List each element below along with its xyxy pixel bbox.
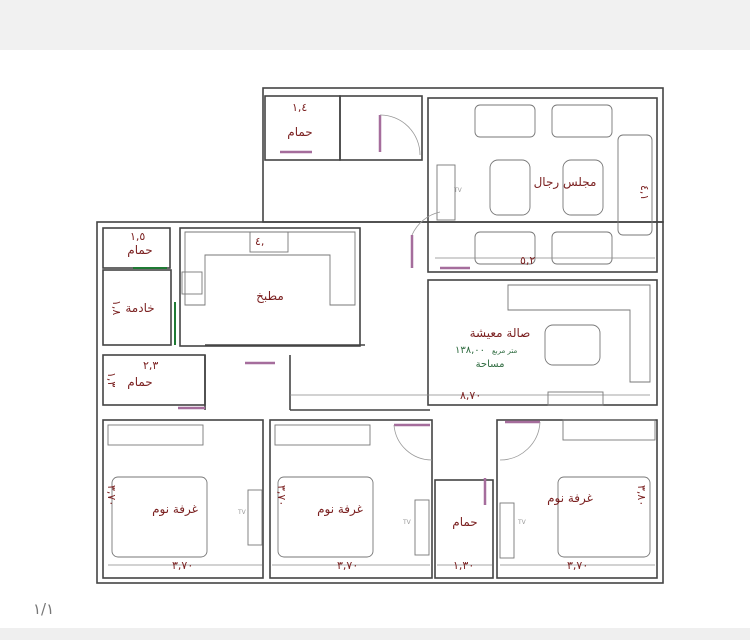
maid-bath-dim: ١,٥ xyxy=(130,230,145,243)
living-label: صالة معيشة xyxy=(470,326,531,340)
kitchen-label: مطبخ xyxy=(256,289,284,303)
living-area-label: مساحة xyxy=(476,359,505,370)
bedroom1-label: غرفة نوم xyxy=(152,502,198,517)
tv-label-bedroom2: TV xyxy=(402,519,412,526)
majlis-width: ٥,٢ xyxy=(520,254,535,267)
living-area-value: ١٣٨,٠٠ xyxy=(455,345,485,356)
left-bath-label: حمام xyxy=(127,375,152,389)
top-bath-label: حمام xyxy=(287,125,312,139)
bedroom1-height: ٣,٧٠ xyxy=(105,485,118,506)
bedroom3-label: غرفة نوم xyxy=(547,491,593,506)
maid-label: خادمة xyxy=(125,301,154,315)
majlis-furniture xyxy=(436,104,653,265)
tv-label-bedroom3: TV xyxy=(517,519,527,526)
bedroom3-width: ٣,٧٠ xyxy=(567,559,588,572)
doors xyxy=(178,114,541,505)
viewer-toolbar xyxy=(0,0,750,50)
tv-label-majlis: TV xyxy=(453,187,463,194)
bedroom3-height: ٣,٨٠ xyxy=(635,485,648,506)
green-partitions xyxy=(133,267,176,345)
bedroom2-width: ٣,٧٠ xyxy=(337,559,358,572)
bedroom2-label: غرفة نوم xyxy=(317,502,363,517)
maid-dim: ١,٨ xyxy=(110,300,123,315)
kitchen-counter xyxy=(181,231,356,306)
bedroom-furniture xyxy=(107,419,656,559)
living-furniture xyxy=(507,284,651,406)
kitchen-dim: ٤, xyxy=(255,235,264,248)
viewer-footer xyxy=(0,628,750,640)
bedroom2-height: ٣,٧٠ xyxy=(275,485,288,506)
bedroom1-width: ٣,٧٠ xyxy=(172,559,193,572)
left-bath-height: ١,٣ xyxy=(105,372,118,387)
living-area-unit: متر مربع xyxy=(492,347,517,355)
dimension-lines xyxy=(108,257,655,566)
top-bath-dim: ١,٤ xyxy=(292,101,307,114)
center-bath-label: حمام xyxy=(452,515,477,529)
majlis-label: مجلس رجال xyxy=(534,175,597,190)
living-dim: ٨,٧٠ xyxy=(460,389,481,402)
left-bath-width: ٢,٣ xyxy=(143,359,158,372)
majlis-height: ٤,١ xyxy=(638,185,651,200)
tv-label-bedroom1: TV xyxy=(237,509,247,516)
page-indicator: ١/١ xyxy=(33,600,55,618)
maid-bath-label: حمام xyxy=(127,243,152,257)
center-bath-dim: ١,٣٠ xyxy=(453,559,474,572)
